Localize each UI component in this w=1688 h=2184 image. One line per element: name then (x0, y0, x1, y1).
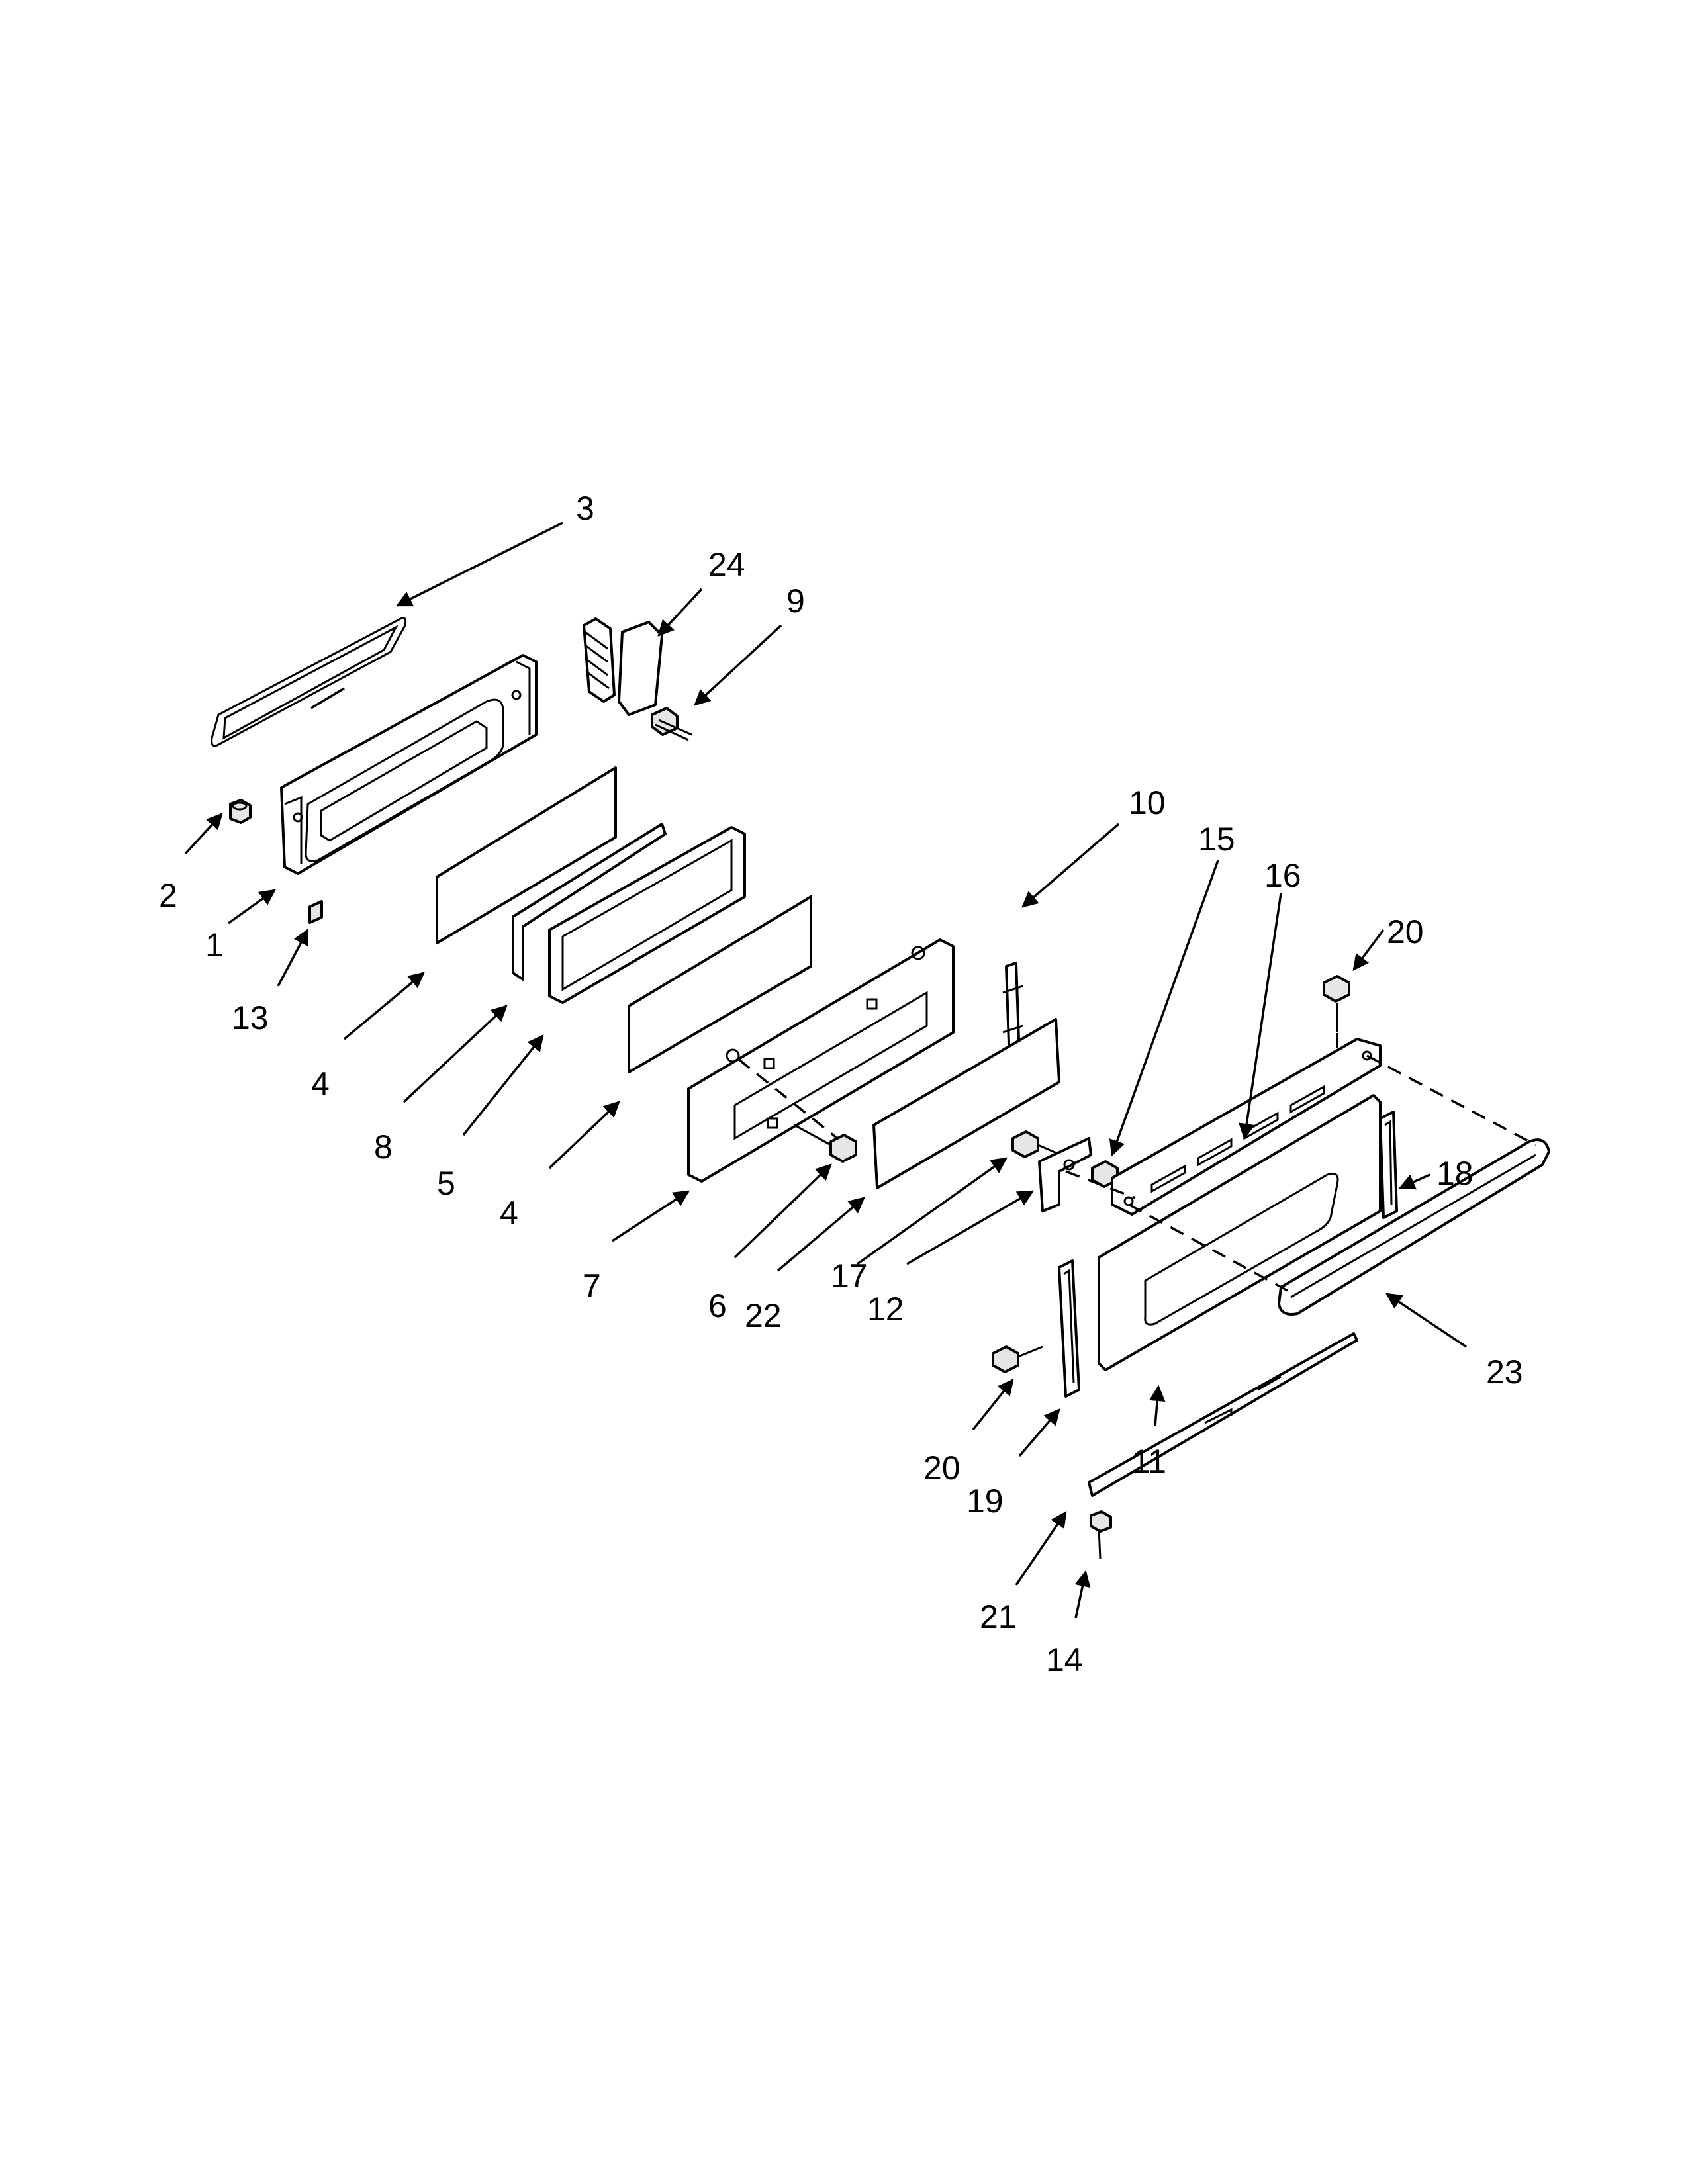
part-4-glass-upper (436, 766, 617, 944)
part-5-glass-pack (548, 826, 746, 1004)
callout-9: 9 (786, 582, 805, 619)
part-7-door-liner (687, 938, 955, 1183)
callout-1: 1 (205, 927, 224, 964)
callout-3: 3 (576, 490, 594, 527)
part-8-trim (512, 823, 667, 981)
callout-20-lower: 20 (923, 1449, 961, 1486)
callout-11: 11 (1132, 1443, 1166, 1480)
callout-23: 23 (1486, 1353, 1523, 1390)
part-20-screw-upper (1323, 975, 1350, 1032)
part-14-screw (1090, 1510, 1112, 1559)
alignment-lines (737, 1009, 1536, 1292)
part-21-bottom-trim (1088, 1332, 1358, 1497)
callout-22: 22 (745, 1297, 782, 1334)
callout-15: 15 (1198, 821, 1235, 858)
part-13-clip (308, 900, 323, 924)
leader-arrows (184, 522, 1467, 1619)
part-9-screw (651, 707, 692, 741)
part-24-hinge (583, 617, 663, 716)
callout-13: 13 (232, 999, 269, 1036)
part-22-glass (872, 1018, 1060, 1189)
callout-24: 24 (708, 546, 745, 583)
callout-2: 2 (159, 877, 177, 914)
part-3-gasket (211, 617, 407, 747)
part-19-side-strip (1058, 1259, 1080, 1398)
part-11-outer-door-panel (1098, 1094, 1382, 1371)
part-20-screw-lower (992, 1345, 1043, 1373)
callout-19: 19 (966, 1482, 1004, 1520)
part-6-screw (794, 1124, 857, 1163)
callout-20-upper: 20 (1387, 913, 1424, 950)
callout-6: 6 (708, 1287, 727, 1324)
callout-4-lower: 4 (500, 1195, 518, 1232)
part-23-handle (1278, 1138, 1550, 1316)
callout-4-upper: 4 (311, 1066, 330, 1103)
callout-labels: 3 24 9 2 1 13 4 8 5 4 7 6 22 17 12 10 15… (159, 490, 1523, 1678)
part-1-inner-door-frame (280, 654, 538, 875)
part-4-glass-lower (628, 895, 812, 1073)
callout-7: 7 (583, 1267, 601, 1304)
callout-16: 16 (1264, 857, 1301, 894)
callout-12: 12 (867, 1291, 904, 1328)
callout-17: 17 (831, 1257, 868, 1295)
callout-8: 8 (374, 1128, 393, 1165)
callout-21: 21 (980, 1598, 1017, 1635)
part-12-hinge-bracket (1038, 1137, 1092, 1212)
part-18-side-strip (1379, 1111, 1398, 1219)
callout-14: 14 (1046, 1641, 1083, 1678)
callout-5: 5 (437, 1165, 455, 1202)
callout-10: 10 (1129, 784, 1166, 821)
callout-18: 18 (1436, 1155, 1474, 1192)
part-2-bumper (229, 799, 252, 824)
